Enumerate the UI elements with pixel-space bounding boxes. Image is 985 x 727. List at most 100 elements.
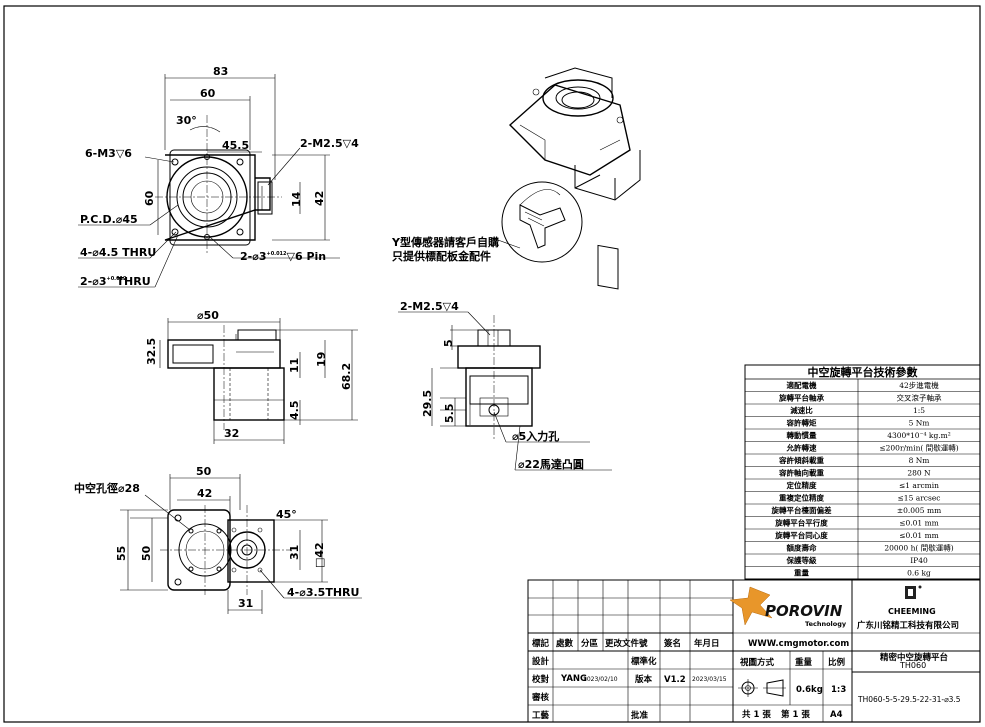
label-m3: 6-M3▽6 [85, 147, 132, 160]
dim-11: 11 [288, 358, 301, 373]
label-3thru: 2-⌀3+0.012THRU [80, 275, 151, 288]
spec-row-value: 8 Nm [909, 456, 930, 465]
title-block: 標記 處數 分區 更改文件號 簽名 年月日 設計 標準化 校對 YANG 202… [527, 579, 981, 723]
spec-row-label: 減速比 [790, 405, 813, 415]
dim-19: 19 [315, 352, 328, 367]
tb-review: 審核 [531, 692, 550, 703]
spec-row-label: 旋轉平台平行度 [774, 518, 828, 528]
spec-row-value: 42步進電機 [899, 380, 939, 390]
spec-row-label: 適配電機 [787, 380, 817, 390]
dim-60-v: 60 [143, 190, 156, 206]
label-pin: 2-⌀3+0.012▽6 Pin [240, 250, 326, 263]
spec-row-label: 允許轉速 [786, 443, 817, 453]
tb-standardize: 標準化 [631, 656, 657, 667]
paper-size: A4 [830, 710, 843, 720]
brand-sub: Technology [805, 620, 847, 628]
hdr-zone: 分區 [581, 638, 599, 649]
bottom-dim-42: 42 [197, 487, 212, 500]
spec-row-label: 轉動慣量 [787, 430, 817, 440]
dim-phi50: ⌀50 [197, 309, 219, 322]
label-m2-5-top: 2-M2.5▽4 [300, 137, 359, 150]
spec-row-value: ≤200r/min( 間歇運轉) [879, 443, 958, 453]
sheet-no: 第 1 張 [781, 709, 810, 720]
end-view: 29.5 5.5 5 2-M2.5▽4 ⌀5入力孔 ⌀22馬達凸圓 [398, 300, 612, 471]
spec-row-label: 容許轉矩 [786, 418, 817, 428]
front-view: 83 60 30° 45.5 2-M2.5▽4 6-M3▽6 60 14 42 … [78, 65, 359, 288]
sheet-total: 共 1 張 [742, 709, 771, 720]
spec-row-value: ±0.005 mm [897, 506, 941, 515]
weight-value: 0.6kg [796, 685, 823, 695]
dim-29-5: 29.5 [421, 390, 434, 417]
spec-row-value: ≤15 arcsec [898, 494, 941, 503]
spec-row-value: 280 N [907, 469, 931, 478]
logo-name: CHEEMING [888, 607, 936, 616]
spec-row-value: 0.6 kg [907, 569, 931, 578]
bottom-dim-50: 50 [196, 465, 212, 478]
tb-design: 設計 [532, 656, 550, 667]
dim-83: 83 [213, 65, 228, 78]
hdr-count: 處數 [556, 638, 574, 649]
dim-32-5: 32.5 [145, 338, 158, 365]
spec-row-value: ≤1 arcmin [899, 481, 939, 490]
bottom-dim-31-v: 31 [288, 545, 301, 560]
dim-5: 5 [442, 339, 455, 347]
spec-row-label: 容許傾斜載重 [778, 455, 824, 465]
weight-label: 重量 [795, 657, 813, 668]
tb-version: V1.2 [664, 675, 686, 685]
dim-14: 14 [290, 191, 303, 207]
label-input: ⌀5入力孔 [512, 429, 559, 443]
tb-check: 校對 [532, 674, 550, 685]
spec-row-value: 4300*10⁻⁴ kg.m² [887, 431, 951, 440]
drawing-no: TH060-5-5-29.5-22-31-⌀3.5 [857, 695, 961, 704]
sheet-border [3, 5, 981, 723]
spec-row-value: ≤0.01 mm [899, 519, 939, 528]
dim-42: 42 [313, 191, 326, 206]
projection-symbol-icon [738, 679, 786, 697]
isometric-view: Y型傳感器請客戶自購 只提供標配板金配件 [391, 67, 641, 290]
label-bottom-thru: 4-⌀3.5THRU [287, 586, 359, 599]
bottom-dim-50-v: 50 [140, 545, 153, 561]
tb-process: 工藝 [532, 710, 550, 721]
bottom-dim-42-box: □42 [313, 542, 326, 568]
spec-row-value: 5 Nm [909, 419, 930, 428]
tb-approve: 批准 [631, 710, 649, 721]
bottom-dim-31: 31 [238, 597, 253, 610]
website: WWW.cmgmotor.com [748, 639, 849, 649]
label-boss: ⌀22馬達凸圓 [518, 457, 584, 471]
label-hollow: 中空孔徑⌀28 [74, 481, 140, 495]
bottom-view: 50 42 中空孔徑⌀28 55 50 31 □42 45° 31 4-⌀3.5… [74, 465, 362, 614]
dim-30deg: 30° [176, 114, 197, 127]
side-view: ⌀50 32.5 11 19 68.2 4.5 32 [145, 309, 358, 444]
dim-5-5: 5.5 [443, 404, 456, 424]
hdr-sign: 簽名 [663, 638, 681, 649]
hdr-change: 更改文件號 [605, 638, 648, 649]
scale-label: 比例 [828, 657, 846, 668]
company-name: 广东川铭精工科技有限公司 [857, 620, 959, 631]
tb-check-name: YANG [560, 674, 587, 684]
dim-45-5: 45.5 [222, 139, 249, 152]
label-45thru: 4-⌀4.5 THRU [80, 246, 156, 259]
dim-4-5: 4.5 [288, 401, 301, 421]
iso-note-line2: 只提供標配板金配件 [392, 249, 491, 263]
spec-row-value: IP40 [910, 556, 928, 565]
brand-name: POROVIN [765, 602, 843, 620]
tb-check-date: 2023/02/10 [583, 676, 618, 683]
porovin-logo: POROVIN Technology [729, 586, 847, 628]
spec-row-value: 1:5 [913, 406, 925, 415]
hdr-date: 年月日 [694, 638, 720, 649]
spec-row-label: 保護等級 [786, 555, 817, 565]
model-name: TH060 [899, 661, 926, 670]
spec-row-label: 旋轉平台同心度 [774, 530, 828, 540]
dim-68-2: 68.2 [340, 363, 353, 390]
view-method: 視圖方式 [739, 657, 775, 668]
scale-value: 1:3 [831, 685, 846, 695]
spec-row-value: 交叉滾子軸承 [897, 393, 942, 403]
label-m2-5-end: 2-M2.5▽4 [400, 300, 459, 313]
spec-row-label: 額度壽命 [786, 543, 817, 553]
spec-row-value: 20000 h( 間歇運轉) [884, 543, 953, 553]
spec-row-label: 容許軸向載重 [778, 468, 824, 478]
hdr-mark: 標記 [532, 638, 550, 649]
spec-row-label: 旋轉平台軸承 [778, 393, 824, 403]
